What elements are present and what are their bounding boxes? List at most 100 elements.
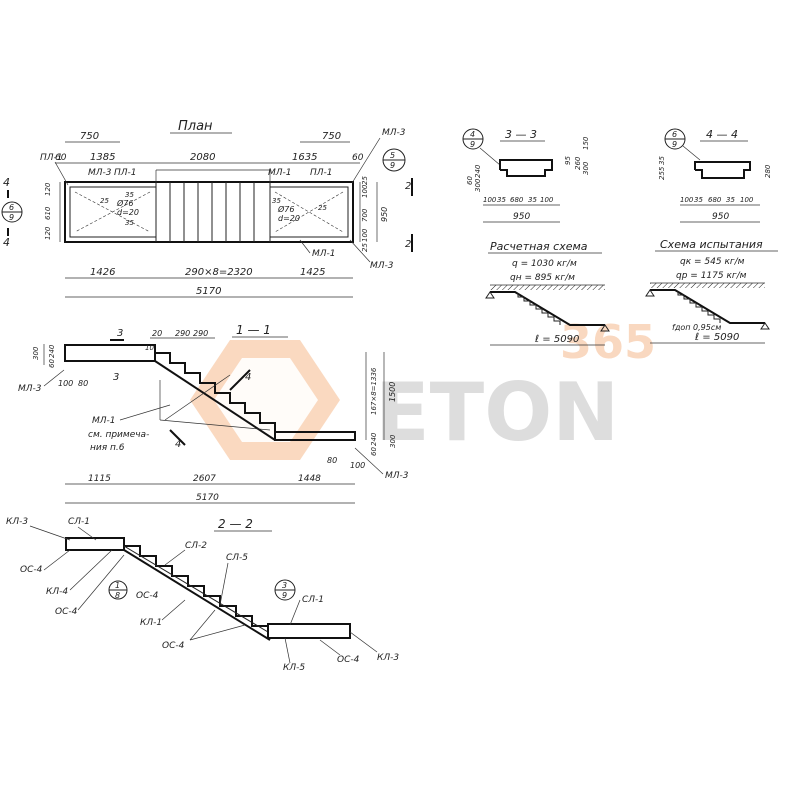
plan-hole-35b-left: 35: [125, 219, 134, 227]
leader: [682, 145, 701, 161]
test-deflection: fдоп 0,95см: [672, 323, 721, 332]
s11-label-ml1: МЛ-1: [92, 416, 116, 426]
leader: [479, 147, 501, 166]
plan-right-dim-100a: 100: [361, 184, 369, 198]
plan-cut-4-bottom: 4: [3, 236, 10, 249]
s44-left-dim-35: 35: [658, 156, 666, 165]
plan-left-dim-120b: 120: [44, 226, 52, 240]
test-stairs: [677, 291, 721, 323]
plan-callout-ml3-right-top: МЛ-3: [382, 128, 406, 138]
s44-dim-100b: 100: [740, 196, 754, 204]
plan-right-dim-100b: 100: [361, 228, 369, 242]
leader: [54, 161, 69, 186]
test-load-diagram: [650, 283, 765, 288]
plan-treads: [155, 169, 271, 242]
plan-dim-top-750-right: 750: [322, 131, 341, 142]
s22-label-os4-e: ОС-4: [337, 655, 360, 665]
s22-steps: [123, 538, 269, 630]
section-1-1-soffit: [154, 360, 276, 441]
s11-top-dim-20: 20: [152, 329, 162, 338]
watermark-brand: ETON: [375, 366, 619, 459]
plan-landing-diagonals: [74, 191, 344, 233]
plan-right-dim-25a: 25: [361, 176, 369, 185]
s33-right-dim-150: 150: [582, 136, 590, 150]
section-2-2-title: 2 — 2: [218, 517, 253, 531]
section-2-2: 2 — 2 КЛ-3 СЛ-1 ОС-4 КЛ-4 ОС-4 ОС-4 СЛ-2…: [6, 517, 399, 673]
s22-label-kl3-right: КЛ-3: [377, 653, 399, 663]
plan-hole-25-left: 25: [100, 197, 109, 205]
s22-label-kl5: КЛ-5: [283, 663, 305, 673]
s11-label-ml3-right: МЛ-3: [385, 471, 409, 481]
s22-label-sl1-right: СЛ-1: [302, 595, 324, 605]
leader: [284, 637, 291, 664]
cut-line: [169, 429, 186, 446]
plan-circle-ref-left-top: 6: [9, 203, 14, 212]
plan-right-dim-700: 700: [361, 208, 369, 222]
s11-dim-1448: 1448: [298, 474, 321, 484]
leader: [189, 609, 216, 641]
plan-circle-ref-left-bottom: 9: [9, 213, 14, 222]
plan-dim-1635: 1635: [292, 152, 317, 163]
s11-small-dim-100-right: 100: [350, 461, 365, 470]
s44-left-dim-255: 255: [658, 166, 666, 180]
s33-right-dim-260: 260: [574, 156, 582, 170]
plan-dim-1425: 1425: [300, 267, 325, 278]
cut-line: [229, 369, 251, 391]
s22-circle-ref-1-bottom: 8: [115, 591, 120, 600]
test-support-left: [645, 289, 655, 297]
plan-dim-2080: 2080: [190, 152, 215, 163]
s11-cut-3-top: 3: [117, 328, 123, 339]
s33-dim-35a: 35: [497, 196, 506, 204]
plan-hole-25-right: 25: [318, 204, 327, 212]
plan-callout-ml3-right-bottom: МЛ-3: [370, 261, 394, 271]
s11-dim-2607: 2607: [193, 474, 216, 484]
leader: [161, 599, 186, 621]
plan-dim-5170: 5170: [196, 286, 221, 297]
section-1-1-title: 1 — 1: [236, 323, 271, 337]
s44-circle-ref-top: 6: [672, 130, 677, 139]
s33-circle-ref: 4 9: [462, 128, 484, 150]
leader: [43, 369, 65, 387]
leader: [219, 562, 229, 606]
s33-right-dim-300: 300: [582, 161, 590, 175]
plan-hole-dia-left: Ø76: [116, 198, 133, 208]
s11-cut-4-top: 4: [245, 372, 251, 383]
calc-load-qn: qн = 895 кг/м: [510, 273, 575, 283]
leader: [351, 137, 381, 184]
s22-label-sl2: СЛ-2: [185, 541, 207, 551]
s22-circle-ref-2-bottom: 9: [282, 591, 287, 600]
plan-title: План: [178, 119, 213, 134]
s22-rebar: [123, 545, 269, 633]
plan-circle-ref-left: 6 9: [1, 201, 23, 223]
s11-right-dim-240: 240: [370, 432, 378, 446]
leader: [77, 526, 97, 541]
leader: [164, 549, 186, 566]
s11-right-dim-60: 60: [370, 447, 378, 456]
leader: [69, 549, 113, 591]
s33-profile: [499, 159, 553, 177]
plan-cut-2-bottom: 2: [405, 239, 411, 250]
plan-dim-1385: 1385: [90, 152, 115, 163]
plan-right-dim-950: 950: [380, 207, 389, 222]
construction-line: [159, 419, 271, 431]
plan-callout-ml3-left: МЛ-3: [88, 168, 112, 178]
s44-dim-950: 950: [712, 212, 729, 222]
leader: [189, 624, 246, 641]
test-support-right: [760, 322, 770, 330]
section-1-1-steps: [154, 345, 276, 432]
s44-right-dim-280: 280: [764, 164, 772, 178]
calc-load-diagram: [490, 285, 605, 290]
s11-left-dim-60: 60: [48, 359, 56, 368]
plan-left-dim-120a: 120: [44, 182, 52, 196]
calc-scheme-title: Расчетная схема: [490, 240, 588, 253]
plan-view: План 750 750 60 1385 2080 1635 60: [1, 119, 413, 298]
s33-dim-950: 950: [513, 212, 530, 222]
s11-top-dim-290b: 290: [193, 329, 208, 338]
s11-small-dim-80-left: 80: [78, 379, 88, 388]
s11-top-dim-10: 10: [145, 344, 154, 352]
s11-left-dim-240: 240: [48, 344, 56, 358]
plan-cut-2-top: 2: [405, 181, 411, 192]
s22-label-os4-c: ОС-4: [136, 591, 159, 601]
plan-circle-ref-right: 5 9: [382, 148, 406, 172]
